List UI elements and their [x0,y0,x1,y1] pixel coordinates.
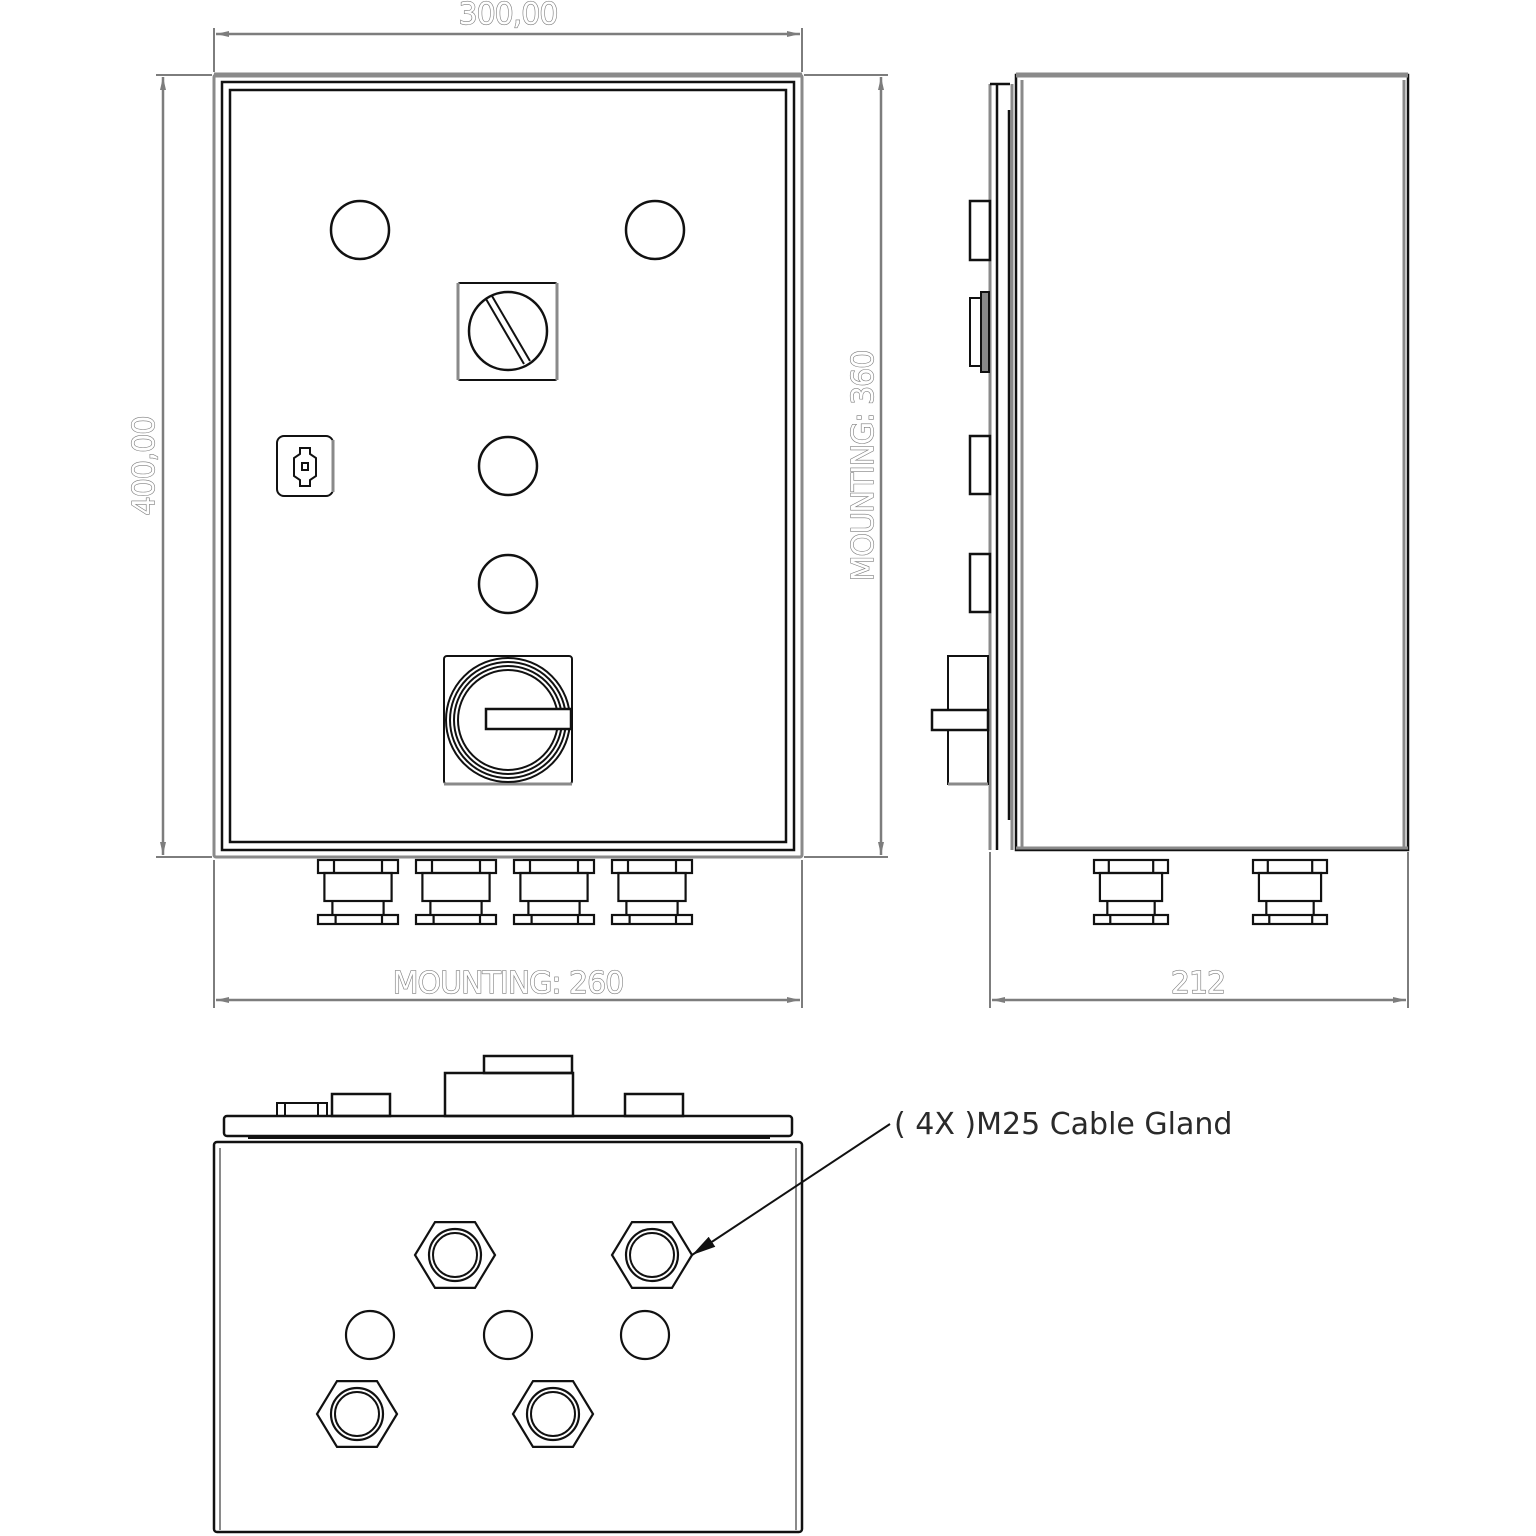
hex-glands [315,1220,694,1449]
front-dimensions: 300,00 400,00 MOUNTING: 360 MOUNTING: 26… [126,0,888,1008]
height-dimension-label: 400,00 [127,417,162,516]
front-cable-gland-2 [414,858,498,926]
bottom-view-isolator-profile [443,1071,575,1118]
bottom-view-pilot-profile-right [623,1092,685,1118]
door-panel [228,88,788,844]
push-button-upper [477,435,539,497]
hex-cable-gland-2 [610,1220,694,1290]
main-isolator-switch [443,655,573,786]
front-cable-gland-3 [512,858,596,926]
side-selector-profile [969,291,990,373]
bottom-view: ( 4X )M25 Cable Gland [212,1054,1232,1534]
front-cable-gland-1 [316,858,400,926]
key-lock [276,435,335,497]
callout-leader [691,1123,891,1256]
width-dimension-label: 300,00 [459,0,558,32]
knockout-hole-1 [344,1309,396,1361]
knockouts [344,1309,671,1361]
bottom-view-body [212,1140,804,1534]
hex-cable-gland-1 [413,1220,497,1290]
side-view [930,72,1410,926]
side-body [1014,73,1410,852]
enclosure-frame [220,80,796,852]
front-cable-gland-4 [610,858,694,926]
side-dimensions: 212 [989,852,1409,1008]
rotary-selector-switch [456,282,559,381]
knockout-hole-2 [482,1309,534,1361]
side-cable-gland-2 [1251,858,1329,926]
side-glands [1092,858,1329,926]
side-button-lower-profile [968,552,992,614]
pilot-light-top-right [624,199,686,261]
side-button-upper-profile [968,434,992,496]
hex-cable-gland-4 [511,1379,595,1449]
mounting-vertical-label: MOUNTING: 360 [846,351,881,582]
bottom-view-door [222,1114,794,1138]
front-glands [316,858,694,926]
cable-gland-callout: ( 4X )M25 Cable Gland [894,1107,1232,1142]
side-cable-gland-1 [1092,858,1170,926]
knockout-hole-3 [619,1309,671,1361]
mounting-horizontal-label: MOUNTING: 260 [393,966,624,1001]
pilot-light-top-left [329,199,391,261]
front-view [212,72,804,926]
depth-dimension-label: 212 [1171,966,1225,1001]
push-button-lower [477,553,539,615]
hex-cable-gland-3 [315,1379,399,1449]
bottom-view-pilot-profile [330,1092,392,1118]
side-pilot-light-profile [968,199,992,262]
side-isolator-profile [930,655,990,786]
